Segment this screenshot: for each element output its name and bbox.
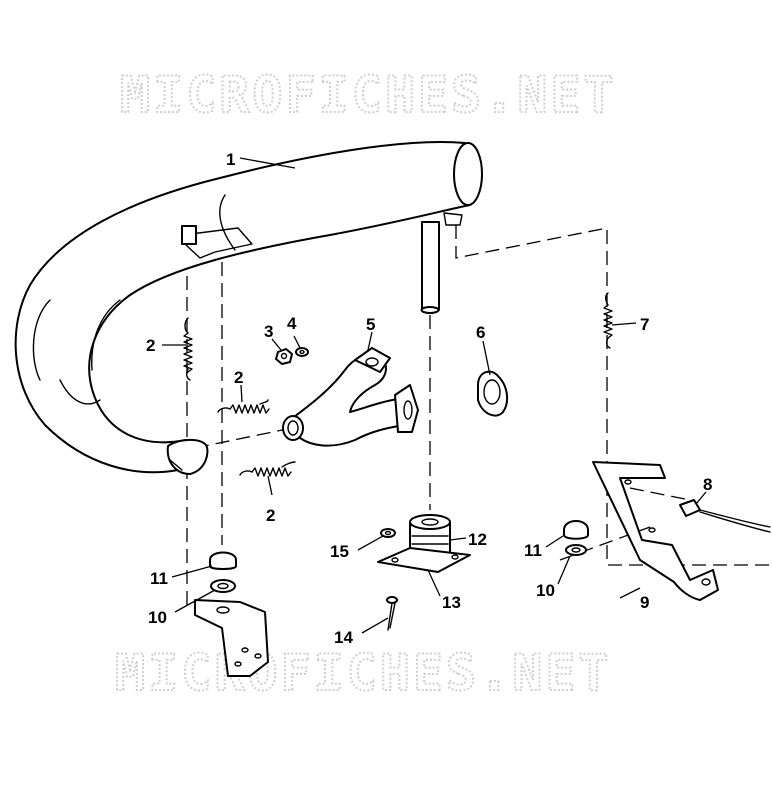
left-bracket xyxy=(194,599,269,677)
grommet-right xyxy=(563,520,589,540)
base-plate xyxy=(377,547,471,573)
y-manifold xyxy=(282,347,419,447)
exhaust-pipe xyxy=(14,141,483,475)
washer-small xyxy=(295,347,309,357)
washer-right xyxy=(565,544,587,556)
spring-lower xyxy=(239,461,296,477)
spring-left-vertical xyxy=(183,317,193,381)
callout-2-spring-middle: 2 xyxy=(234,368,243,387)
callout-3: 3 xyxy=(264,322,273,341)
washer-left xyxy=(210,579,236,593)
callout-6: 6 xyxy=(476,323,485,342)
callout-13: 13 xyxy=(442,593,461,612)
callout-4: 4 xyxy=(287,314,297,333)
pin xyxy=(386,596,398,631)
spring-middle xyxy=(217,399,270,414)
callout-15: 15 xyxy=(330,542,349,561)
callout-2-spring-lower: 2 xyxy=(266,506,275,525)
gasket xyxy=(477,370,509,417)
watermark-bottom: MICROFICHES.NET xyxy=(115,644,612,702)
callout-12: 12 xyxy=(468,530,487,549)
callout-labels: 1 2 2 2 3 4 5 6 7 8 9 10 10 11 11 12 13 … xyxy=(146,150,712,647)
callout-2-spring-vertical: 2 xyxy=(146,336,155,355)
callout-1: 1 xyxy=(226,150,235,169)
callout-10-left: 10 xyxy=(148,608,167,627)
callout-5: 5 xyxy=(366,315,375,334)
leader-lines xyxy=(162,157,707,634)
spring-right xyxy=(603,292,613,349)
alignment-line-manifold xyxy=(194,427,293,449)
callout-7: 7 xyxy=(640,315,649,334)
callout-10-right: 10 xyxy=(536,581,555,600)
alignment-lines xyxy=(186,225,770,610)
nut xyxy=(275,348,293,365)
washer-15 xyxy=(380,528,396,538)
grommet-left xyxy=(209,551,237,570)
callout-11-right: 11 xyxy=(524,541,542,560)
alignment-line-cable xyxy=(629,487,691,501)
watermark-top: MICROFICHES.NET xyxy=(120,66,617,124)
callout-14: 14 xyxy=(334,628,353,647)
right-bracket xyxy=(592,461,719,601)
callout-9: 9 xyxy=(640,593,649,612)
alignment-line-bracket xyxy=(559,526,651,561)
callout-11-left: 11 xyxy=(150,569,168,588)
callout-8: 8 xyxy=(703,475,712,494)
cable xyxy=(679,499,771,533)
